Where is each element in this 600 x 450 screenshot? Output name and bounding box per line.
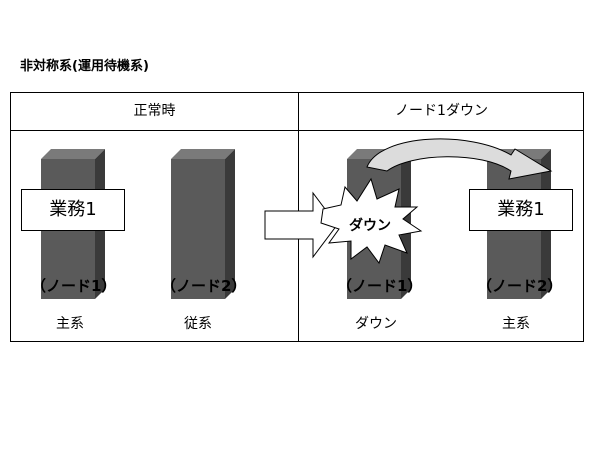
- diagram-overlay: [264, 138, 553, 265]
- node-label-1: （ノード1）: [31, 277, 117, 295]
- failover-arrow-icon: [366, 138, 553, 180]
- page-title: 非対称系(運用待機系): [20, 59, 149, 74]
- transition-arrow-icon: [264, 191, 338, 259]
- task-box-failover: 業務1: [469, 189, 573, 231]
- server-node2-normal: [171, 149, 235, 299]
- role-label-1: 主系: [56, 316, 84, 332]
- header-row: 正常時 ノード1ダウン: [11, 93, 583, 131]
- header-normal: 正常時: [133, 103, 176, 119]
- down-burst-icon: [320, 177, 423, 265]
- task-box-normal: 業務1: [21, 189, 125, 231]
- header-node1-down: ノード1ダウン: [395, 103, 488, 119]
- role-label-3: ダウン: [355, 316, 397, 332]
- node-label-4: （ノード2）: [477, 277, 563, 295]
- diagram: 正常時 ノード1ダウン 業務1 （ノード1） （ノード2） 主系 従系: [10, 92, 584, 342]
- node-label-2: （ノード2）: [161, 277, 247, 295]
- role-label-4: 主系: [502, 316, 530, 332]
- node-label-3: （ノード1）: [337, 277, 423, 295]
- role-label-2: 従系: [184, 316, 212, 332]
- burst-label: ダウン: [349, 218, 391, 234]
